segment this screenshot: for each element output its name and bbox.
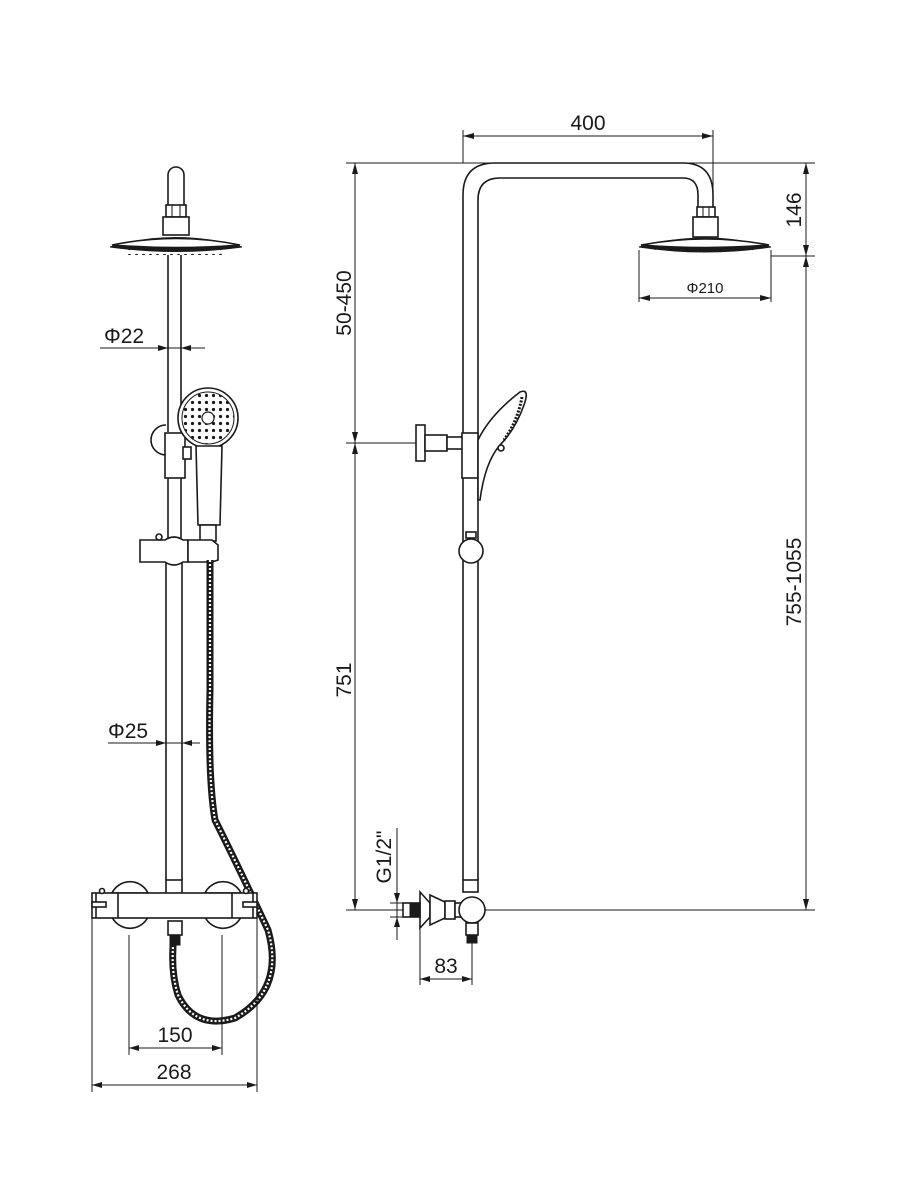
label-head-height: 146 — [783, 192, 806, 227]
slider-knob-side — [458, 531, 484, 564]
label-thread-size: G1/2" — [373, 831, 396, 884]
front-view: Φ22 — [91, 166, 276, 1092]
hand-shower-side — [477, 390, 528, 501]
label-arm-reach: 400 — [570, 112, 605, 135]
overhead-shower-head-front — [109, 237, 243, 255]
slider-clamp — [139, 533, 219, 566]
dim-thread-size: G1/2" — [373, 828, 410, 940]
dim-inlet-spacing: 150 — [128, 935, 223, 1055]
dim-mixer-width: 268 — [91, 918, 258, 1092]
dim-height-adjust: 50-450 — [333, 163, 358, 443]
holder-sleeve — [164, 432, 186, 479]
mixer-body-side — [402, 879, 486, 944]
label-wall-offset: 83 — [434, 955, 457, 978]
dim-head-height: 146 — [783, 163, 809, 256]
thermostatic-mixer-front — [91, 880, 258, 946]
overhead-head-connector — [692, 206, 719, 238]
dim-wall-offset: 83 — [419, 925, 473, 985]
wall-bracket-side — [415, 424, 479, 479]
label-upper-pipe-diameter: Φ22 — [104, 325, 144, 348]
upper-pipe-front — [167, 255, 182, 432]
label-head-diameter: Φ210 — [687, 280, 724, 297]
shower-arm-top — [162, 166, 190, 236]
label-mixer-width: 268 — [156, 1061, 191, 1084]
label-lower-pipe-diameter: Φ25 — [108, 720, 148, 743]
label-total-height: 755-1055 — [783, 538, 806, 627]
dim-total-height: 755-1055 — [783, 256, 809, 910]
side-view: 400 Φ210 146 755-1055 — [333, 112, 815, 985]
riser-and-arm — [462, 162, 714, 880]
dim-head-diameter: Φ210 — [638, 250, 772, 302]
label-inlet-spacing: 150 — [157, 1024, 192, 1047]
wall-bracket-front — [150, 424, 167, 456]
overhead-shower-head-side — [638, 237, 772, 254]
label-height-adjust: 50-450 — [333, 270, 356, 335]
shower-hose — [169, 560, 276, 1025]
label-bracket-height: 751 — [333, 662, 356, 697]
lower-pipe-front — [165, 563, 183, 895]
dim-arm-reach: 400 — [462, 112, 714, 208]
hand-shower-front — [177, 387, 239, 542]
dim-upper-pipe-diameter: Φ22 — [100, 325, 205, 351]
dim-lower-pipe-diameter: Φ25 — [108, 720, 200, 746]
dim-bracket-height: 751 — [333, 443, 358, 910]
holder-clip — [182, 446, 192, 460]
